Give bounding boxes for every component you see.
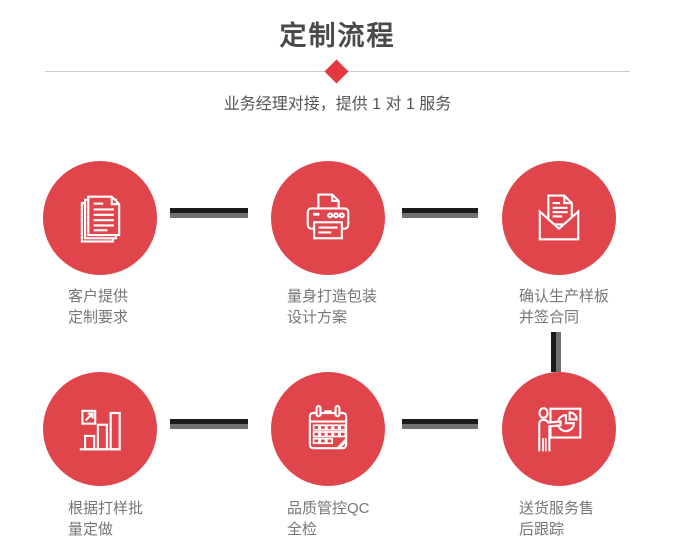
step-label-line: 量定做 [68,521,114,538]
step-circle-qc-inspection [271,372,385,486]
step-label: 根据打样批 量定做 [68,498,143,540]
step-label-line: 品质管控QC [287,500,370,517]
step-label-line: 根据打样批 [68,500,144,517]
bar-chart-icon [68,397,132,461]
presentation-icon [527,397,591,461]
page-title: 定制流程 [279,21,396,51]
step-label-line: 定制要求 [68,309,129,326]
step-label-line: 量身打造包装 [287,288,378,305]
connector-horizontal [170,208,248,218]
step-label-line: 全检 [287,521,318,538]
subtitle-text: 业务经理对接，提供 1 对 1 服务 [223,96,452,113]
step-label: 客户提供 定制要求 [68,286,128,328]
step-label-line: 后跟踪 [519,521,565,538]
step-label: 量身打造包装 设计方案 [287,286,377,328]
step-label-line: 客户提供 [68,288,129,305]
connector-vertical [551,332,561,372]
connector-horizontal [402,419,478,429]
connector-horizontal [170,419,248,429]
step-label-line: 设计方案 [287,309,348,326]
step-label: 品质管控QC 全检 [287,498,370,540]
envelope-icon [527,186,591,250]
step-circle-requirements [43,161,157,275]
diamond-icon [324,59,349,84]
printer-icon [296,186,360,250]
step-circle-batch-production [43,372,157,486]
step-circle-design [271,161,385,275]
documents-icon [68,186,132,250]
step-circle-sample-contract [502,161,616,275]
step-label-line: 确认生产样板 [519,288,610,305]
step-label: 送货服务售 后跟踪 [519,498,594,540]
step-label-line: 并签合同 [519,309,580,326]
step-label: 确认生产样板 并签合同 [519,286,609,328]
connector-horizontal [402,208,478,218]
step-circle-delivery-aftersales [502,372,616,486]
calendar-icon [296,397,360,461]
step-label-line: 送货服务售 [519,500,595,517]
